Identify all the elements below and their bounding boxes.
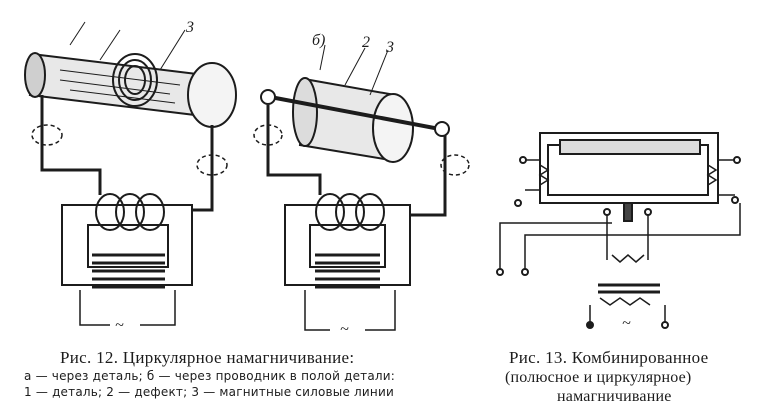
tilde-13: ~ xyxy=(622,315,631,332)
figure-12-caption-title: Рис. 12. Циркулярное намагничивание: xyxy=(60,348,355,367)
figure-13-caption-line2: (полюсное и циркулярное) xyxy=(505,369,692,386)
label-b-2: 2 xyxy=(362,34,370,51)
figure-13-combined-magnetization-schematic xyxy=(496,132,741,329)
field-line-left xyxy=(31,124,63,146)
figure-12-caption-line1: а — через деталь; б — через проводник в … xyxy=(24,369,396,383)
figure-12b-part xyxy=(260,77,450,163)
field-line-b-right xyxy=(440,154,470,176)
figure-13-caption-line1: Рис. 13. Комбинированное xyxy=(509,348,709,367)
defect-coil-rings xyxy=(112,53,158,107)
transformer-b xyxy=(284,193,411,331)
figure-12-caption-line2: 1 — деталь; 2 — дефект; 3 — магнитные си… xyxy=(24,385,394,399)
transformer-a xyxy=(61,193,193,326)
part-cylinder xyxy=(24,52,237,128)
label-b-variant: б) xyxy=(312,32,325,49)
tilde-a: ~ xyxy=(115,317,124,334)
label-b-3: 3 xyxy=(385,39,394,56)
figure-13-caption-line3: намагничивание xyxy=(557,388,672,405)
tilde-b: ~ xyxy=(340,321,349,338)
label-a-3: 3 xyxy=(185,19,194,36)
